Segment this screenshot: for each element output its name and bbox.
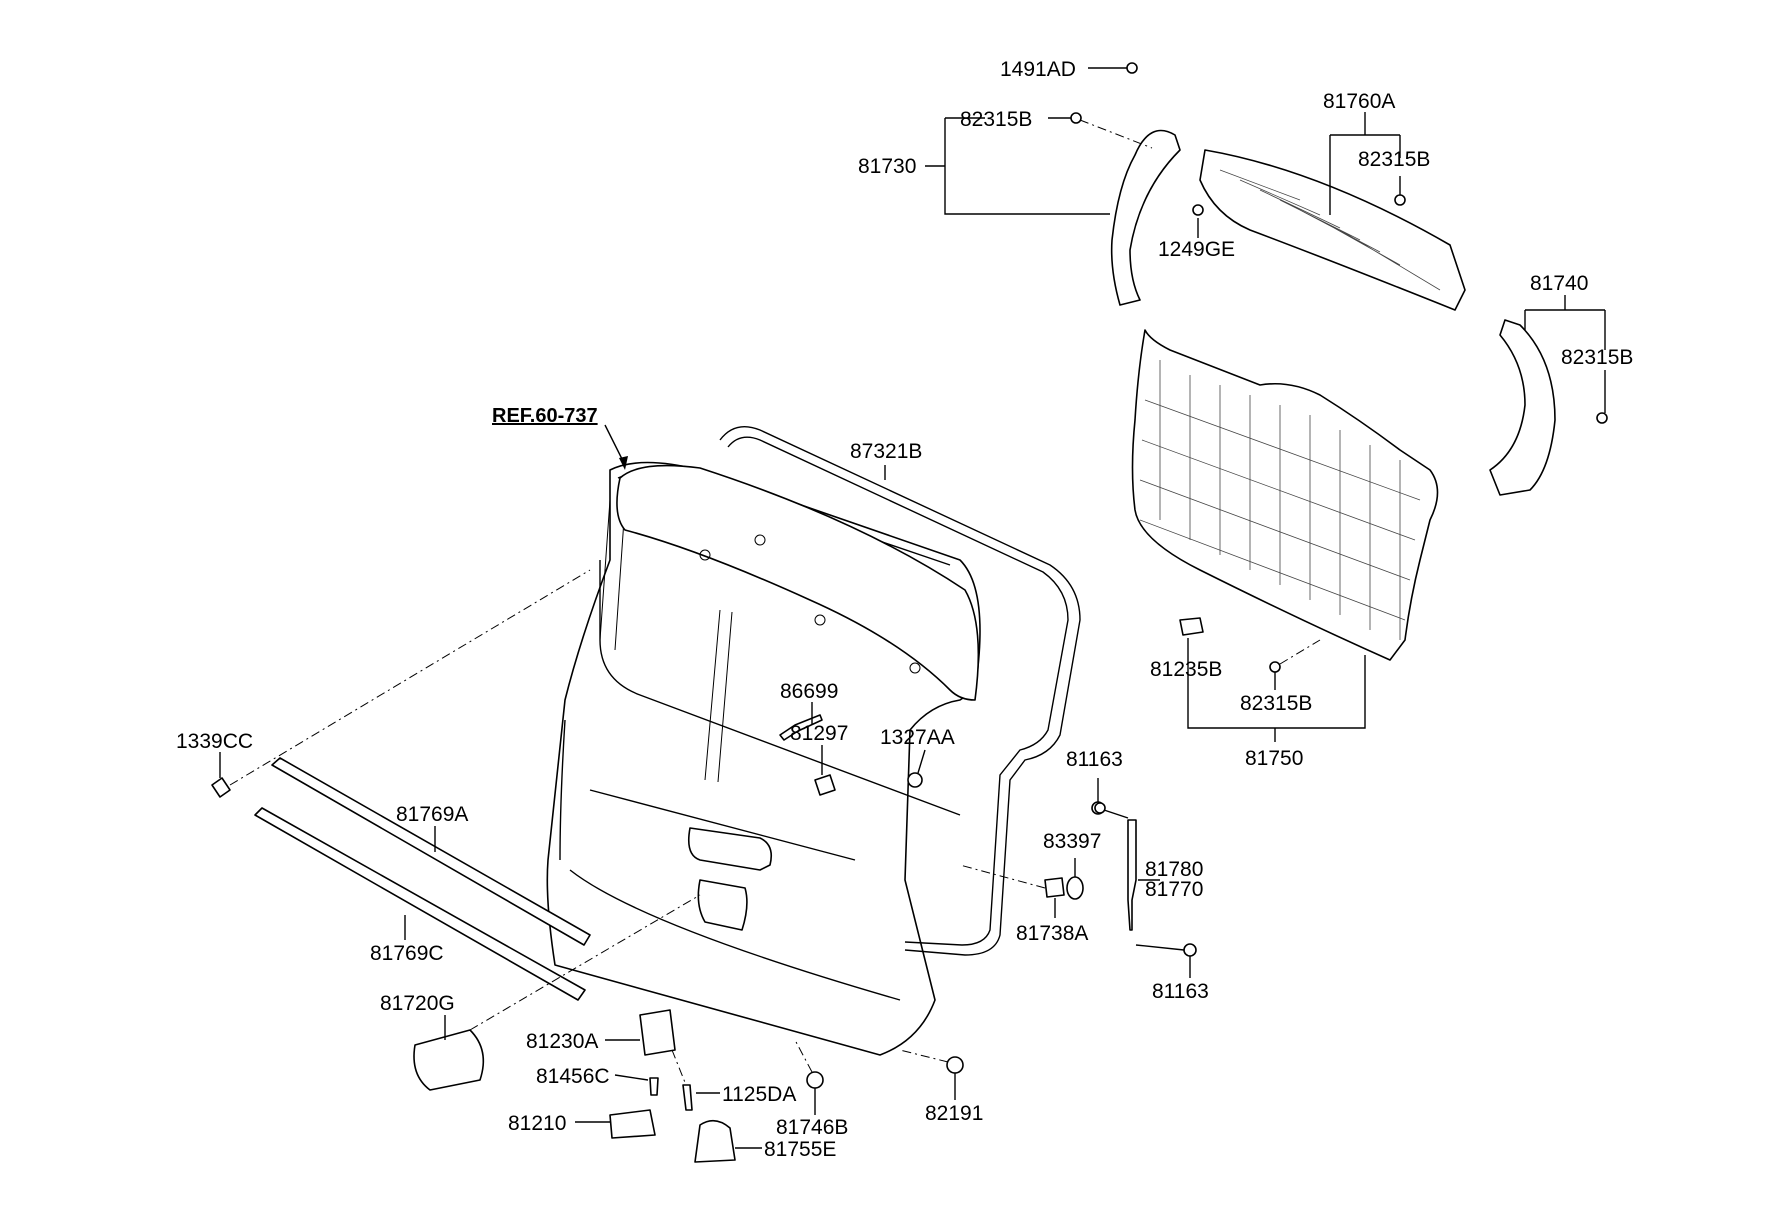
label-1249GE: 1249GE: [1158, 238, 1235, 261]
side-trim-81740: [1489, 319, 1556, 496]
label-81750: 81750: [1245, 747, 1303, 770]
handle-81720G: [413, 1029, 485, 1091]
label-81456C: 81456C: [536, 1065, 610, 1088]
label-81780: 81780: [1145, 858, 1203, 881]
label-82315B: 82315B: [1358, 148, 1430, 171]
upper-trim-81760A: [1199, 149, 1466, 311]
bushing-81738A: [1044, 877, 1065, 898]
label-81210: 81210: [508, 1112, 566, 1135]
fastener-81163-a: [1094, 802, 1106, 814]
fastener-82315B-a: [1070, 112, 1082, 124]
label-1491AD: 1491AD: [1000, 58, 1076, 81]
part-labels: 1491AD 82315B 81730 1249GE 81760A 82315B…: [176, 58, 1633, 1161]
bracket-81210: [609, 1109, 656, 1139]
label-81163: 81163: [1152, 980, 1209, 1003]
label-81770: 81770: [1145, 878, 1203, 901]
main-trim-panel-81750: [1131, 329, 1439, 661]
screw-81456C: [649, 1077, 659, 1096]
label-82191: 82191: [925, 1102, 983, 1125]
label-81730: 81730: [858, 155, 916, 178]
fastener-1491AD: [1126, 62, 1138, 74]
label-1339CC: 1339CC: [176, 730, 253, 753]
ring-83397: [1066, 876, 1084, 900]
side-trim-81730: [1110, 129, 1181, 306]
label-1125DA: 1125DA: [722, 1083, 796, 1106]
label-81235B: 81235B: [1150, 658, 1222, 681]
license-light-recess: [697, 879, 748, 931]
clip-81235B: [1179, 617, 1204, 636]
plug-81297: [814, 774, 836, 796]
fastener-82315B-b: [1394, 194, 1406, 206]
label-1327AA: 1327AA: [880, 726, 955, 749]
fastener-82315B-d: [1269, 661, 1281, 673]
leader-lines: [219, 67, 1606, 1149]
label-81746B: 81746B: [776, 1116, 848, 1139]
label-81297: 81297: [790, 722, 848, 745]
handle-recess: [687, 827, 773, 871]
rail-strip-81769A: [271, 757, 591, 946]
label-81163: 81163: [1066, 748, 1123, 771]
label-82315B: 82315B: [1240, 692, 1312, 715]
cover-81755E: [694, 1119, 736, 1163]
rail-strip-81769C: [254, 807, 586, 1001]
clip-1339CC: [211, 777, 231, 798]
label-81760A: 81760A: [1323, 90, 1395, 113]
label-86699: 86699: [780, 680, 838, 703]
label-81769A: 81769A: [396, 803, 468, 826]
reference-label: REF.60-737: [492, 405, 598, 427]
label-82315B: 82315B: [1561, 346, 1633, 369]
label-83397: 83397: [1043, 830, 1101, 853]
grommet-82191: [946, 1056, 964, 1074]
label-87321B: 87321B: [850, 440, 922, 463]
label-81230A: 81230A: [526, 1030, 598, 1053]
nut-1327AA: [907, 772, 923, 788]
label-81720G: 81720G: [380, 992, 455, 1015]
label-81740: 81740: [1530, 272, 1588, 295]
spoiler: [616, 464, 980, 701]
label-82315B: 82315B: [960, 108, 1032, 131]
bolt-1125DA: [682, 1084, 693, 1111]
label-81755E: 81755E: [764, 1138, 836, 1161]
weatherstrip-87321B: [719, 426, 1081, 956]
label-81738A: 81738A: [1016, 922, 1088, 945]
fastener-1249GE: [1192, 204, 1204, 216]
label-81769C: 81769C: [370, 942, 444, 965]
latch-81230A: [639, 1009, 676, 1056]
bumper-81746B: [806, 1071, 824, 1089]
fastener-82315B-c: [1596, 412, 1608, 424]
gas-strut: [1091, 801, 1197, 957]
